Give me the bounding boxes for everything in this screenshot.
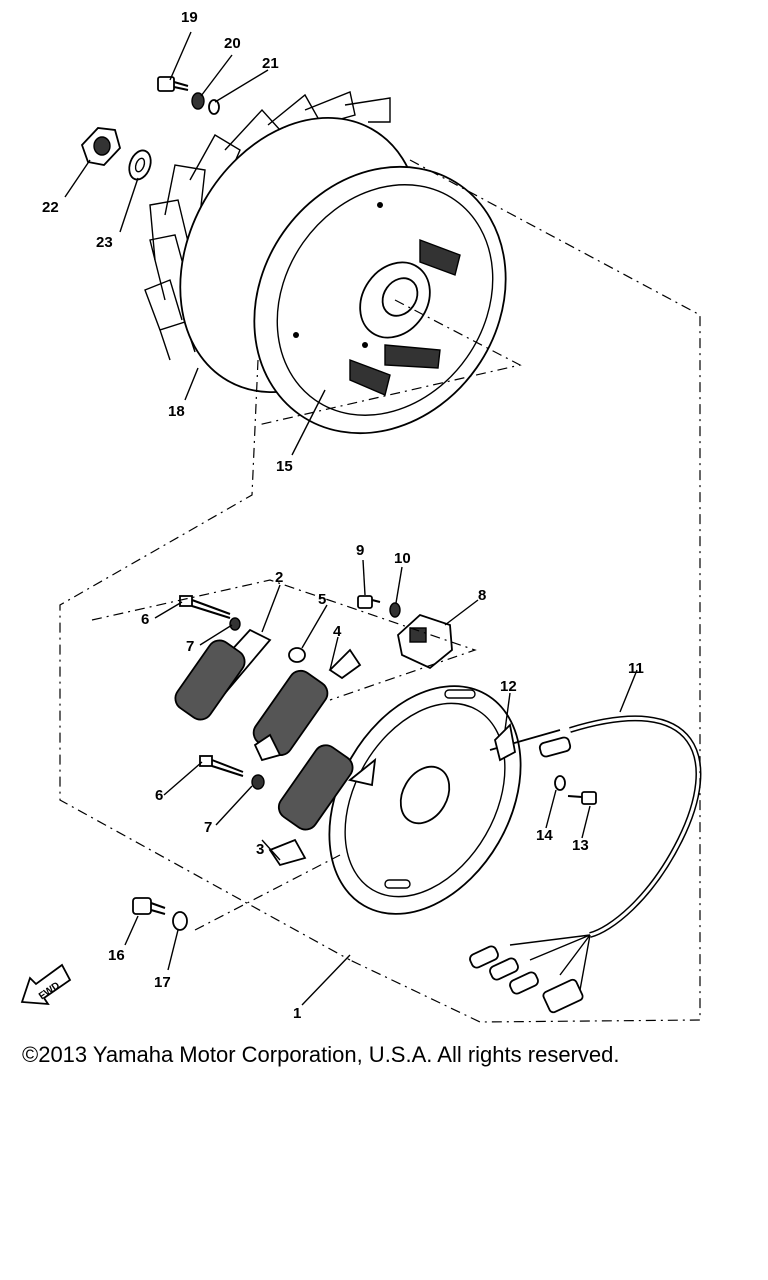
label-20: 20 (224, 35, 241, 52)
label-5: 5 (318, 591, 326, 608)
label-18: 18 (168, 403, 185, 420)
nut-22-washer-23 (80, 127, 152, 181)
screw-16-washer-17 (132, 897, 188, 931)
label-2: 2 (275, 569, 283, 586)
coil-4 (252, 648, 362, 762)
label-10: 10 (394, 550, 411, 567)
clip-12-screw-13-washer-14 (494, 723, 597, 805)
label-4: 4 (333, 623, 342, 640)
label-21: 21 (262, 55, 279, 72)
label-19: 19 (181, 9, 198, 26)
assembly-outline (59, 159, 701, 1023)
coil-2 (174, 628, 272, 721)
screw-6-lower (199, 755, 265, 790)
exploded-parts-diagram: 19 20 21 22 23 18 15 9 10 2 8 5 6 4 7 11… (20, 9, 702, 1023)
part-5 (288, 647, 306, 663)
label-3: 3 (256, 841, 264, 858)
label-8: 8 (478, 587, 486, 604)
wire-harness-11 (469, 715, 702, 1014)
contact-breaker-8 (397, 613, 453, 670)
label-17: 17 (154, 974, 171, 991)
part-labels: 19 20 21 22 23 18 15 9 10 2 8 5 6 4 7 11… (42, 9, 644, 1022)
label-16: 16 (108, 947, 125, 964)
leader-lines (64, 31, 638, 1006)
label-23: 23 (96, 234, 113, 251)
label-15: 15 (276, 458, 293, 475)
label-9: 9 (356, 542, 364, 559)
label-7-upper: 7 (186, 638, 194, 655)
fwd-arrow-icon: FWD (20, 963, 72, 1006)
label-6-lower: 6 (155, 787, 163, 804)
stator-base-plate (328, 685, 522, 915)
screw-6-upper (179, 595, 241, 631)
label-12: 12 (500, 678, 517, 695)
screw-9-washer-10 (357, 595, 401, 618)
label-14: 14 (536, 827, 553, 844)
label-13: 13 (572, 837, 589, 854)
label-1: 1 (293, 1005, 301, 1022)
label-7-lower: 7 (204, 819, 212, 836)
label-22: 22 (42, 199, 59, 216)
copyright-notice: ©2013 Yamaha Motor Corporation, U.S.A. A… (22, 1042, 620, 1067)
flywheel-assembly (144, 91, 507, 435)
label-11: 11 (628, 660, 644, 677)
bolt-19-washers (157, 76, 220, 115)
label-6-upper: 6 (141, 611, 149, 628)
